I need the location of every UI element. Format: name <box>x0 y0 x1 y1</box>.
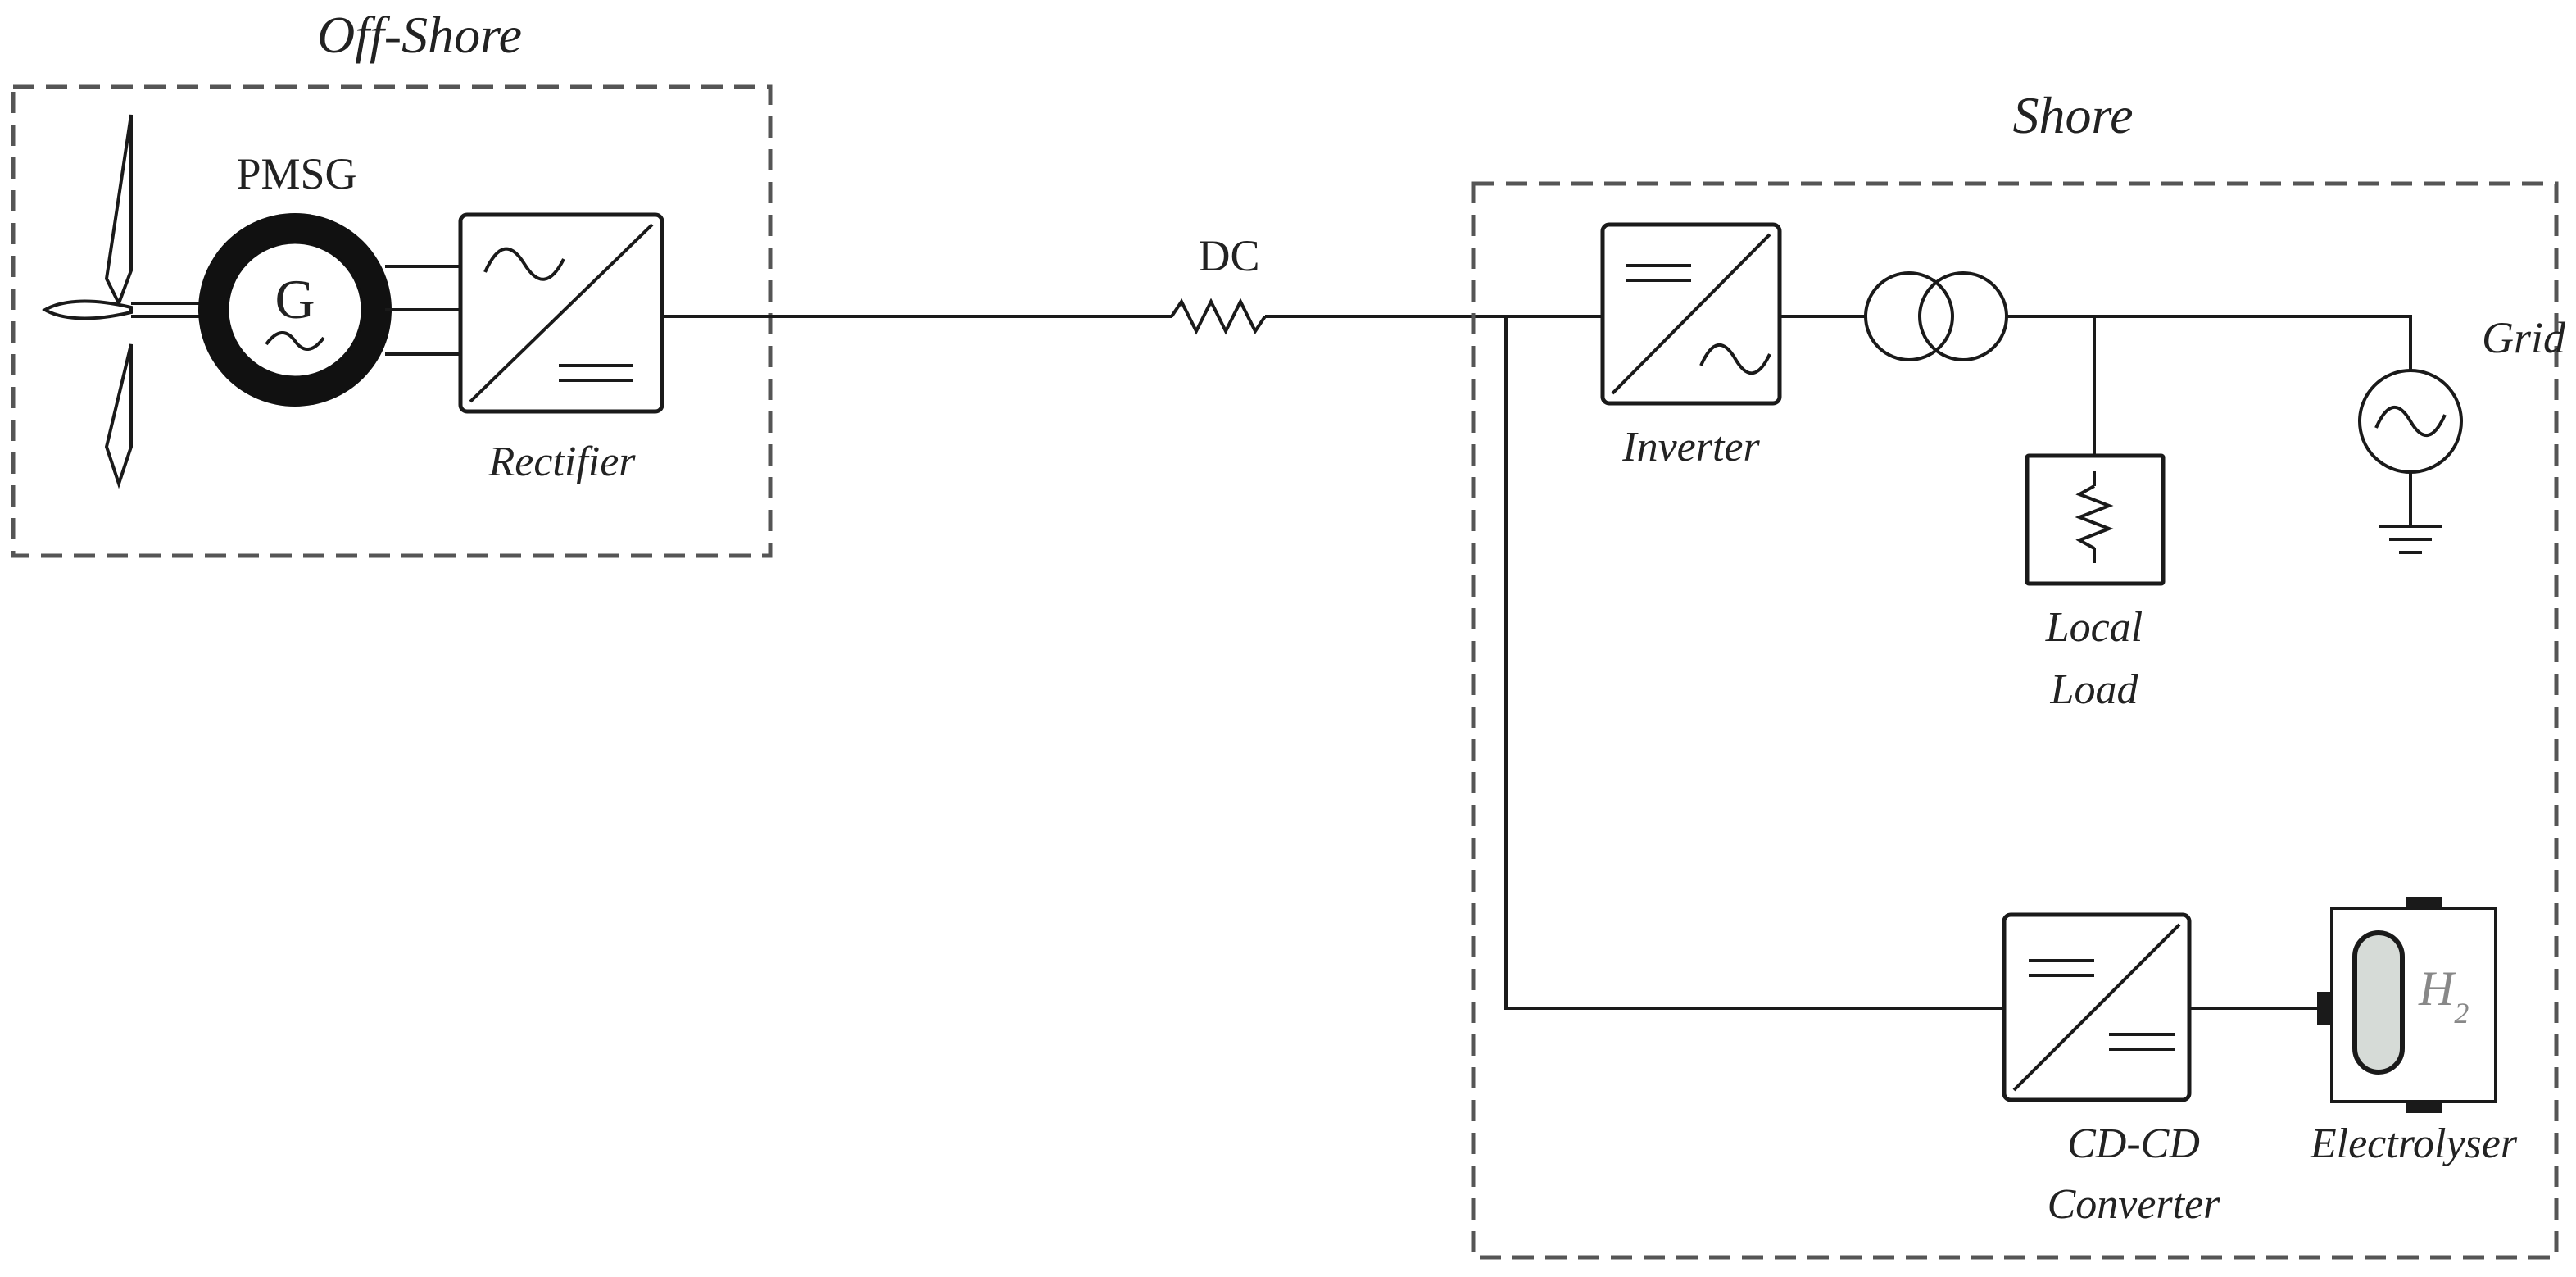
local-load-label-line2: Load <box>2050 666 2139 713</box>
generator-letter: G <box>274 268 315 330</box>
dc-ac-converter-icon <box>1600 222 1782 406</box>
rectifier-label: Rectifier <box>488 439 636 485</box>
h2-subscript: 2 <box>2454 997 2469 1029</box>
offshore-region-label: Off-Shore <box>317 6 522 64</box>
grid-label: Grid <box>2482 313 2566 362</box>
pmsg-label: PMSG <box>236 149 356 198</box>
local-load-label-line1: Local <box>2045 604 2143 651</box>
hydrogen-tank-icon <box>2352 930 2405 1075</box>
generator-icon: G <box>198 213 392 407</box>
load-resistor-icon <box>2075 484 2114 550</box>
inverter-label: Inverter <box>1621 424 1760 470</box>
resistor-icon <box>1170 298 1267 335</box>
shore-region-border <box>1471 181 2559 1260</box>
h2-label: H2 <box>2418 961 2469 1029</box>
dc-dc-converter-icon <box>2002 912 2192 1102</box>
wind-turbine-icon <box>42 114 206 489</box>
shore-region-label: Shore <box>2013 86 2134 144</box>
local-load-icon <box>2025 453 2166 586</box>
electrolyser-label: Electrolyser <box>2310 1120 2518 1167</box>
transformer-icon <box>1864 271 2008 361</box>
electrolyser-icon: H2 <box>2317 897 2497 1113</box>
converter-label-line1: CD-CD <box>2067 1120 2200 1167</box>
ac-dc-converter-icon <box>458 212 664 414</box>
ac-source-icon <box>2358 369 2463 474</box>
offshore-region-border <box>11 84 773 558</box>
ground-icon <box>2379 525 2442 554</box>
dc-link-label: DC <box>1198 231 1259 280</box>
converter-label-line2: Converter <box>2048 1181 2221 1228</box>
three-phase-lines <box>385 265 459 356</box>
